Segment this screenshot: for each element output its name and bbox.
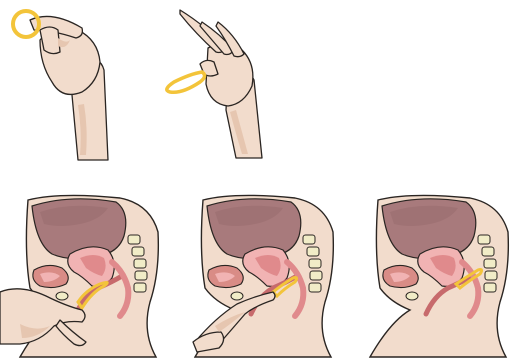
vertebra [482, 247, 494, 256]
vertebra [132, 247, 144, 256]
vertebra [307, 247, 319, 256]
pelvic-cross-section [370, 195, 508, 357]
hand-ring-squeeze-illustration [150, 0, 280, 170]
pubic-bone [56, 292, 68, 300]
vertebra [484, 259, 496, 268]
anatomy-insertion-start-illustration [0, 192, 170, 362]
vertebra [309, 259, 321, 268]
pubic-bone [406, 292, 418, 300]
step-5-ring-in-place [350, 192, 519, 362]
pubic-bone [231, 292, 243, 300]
step-4-insertion-push [175, 192, 345, 362]
step-1-hand-holding-ring [0, 0, 130, 170]
vertebra [134, 283, 146, 292]
vertebra [478, 235, 490, 244]
anatomy-ring-in-place-illustration [350, 192, 519, 362]
vertebra [128, 235, 140, 244]
hand-ring-open-illustration [0, 0, 130, 170]
anatomy-insertion-push-illustration [175, 192, 345, 362]
step-3-insertion-start [0, 192, 170, 362]
vertebra [310, 271, 322, 280]
vertebra [309, 283, 321, 292]
vertebra [134, 259, 146, 268]
vertebra [135, 271, 147, 280]
vertebra [485, 271, 497, 280]
vertebra [484, 283, 496, 292]
step-2-hand-squeezing-ring [150, 0, 280, 170]
vertebra [303, 235, 315, 244]
